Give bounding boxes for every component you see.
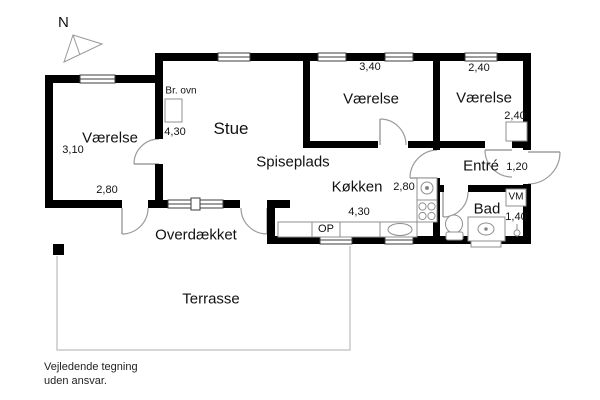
- door-vaerelse-right-entre: [484, 149, 513, 178]
- closet-icon: [505, 121, 528, 142]
- door-vaerelse-left-overdaekket: [121, 207, 149, 235]
- door-entre-bad: [442, 191, 469, 218]
- exterior-walls: [45, 53, 531, 244]
- disclaimer-line-2: uden ansvar.: [44, 375, 107, 387]
- window-stue: [217, 52, 251, 62]
- door-hall-entre: [409, 149, 438, 179]
- wood-stove-label: Br. ovn: [165, 85, 197, 97]
- kitchen-counter-icon: [277, 221, 418, 238]
- window-vaerelse-right: [464, 52, 498, 62]
- door-vaerelse-mid: [379, 118, 407, 146]
- dim-vaerelse-mid-width: 3,40: [359, 61, 381, 73]
- room-label-terrasse: Terrasse: [182, 290, 240, 308]
- dim-entre-depth: 1,20: [506, 161, 528, 173]
- door-stue-overdaekket: [240, 207, 268, 235]
- dim-vaerelse-left-width: 2,80: [96, 184, 118, 196]
- disclaimer-line-1: Vejledende tegning: [44, 361, 138, 373]
- window-vaerelse-left: [79, 74, 116, 84]
- sliding-door-overdaekket: [167, 197, 224, 211]
- room-label-vaerelse-mid: Værelse: [343, 90, 399, 108]
- dim-vaerelse-left-depth: 3,10: [62, 144, 84, 156]
- shower-icon: [467, 216, 506, 248]
- room-label-koekken: Køkken: [331, 178, 383, 196]
- drain-icon: [513, 224, 521, 237]
- washing-machine-label: VM: [508, 191, 524, 203]
- north-label: N: [58, 14, 69, 31]
- room-label-stue: Stue: [213, 119, 249, 138]
- room-label-spiseplads: Spiseplads: [256, 153, 330, 171]
- dim-vaerelse-right-depth: 2,40: [504, 110, 526, 122]
- door-vaerelse-left-stue: [133, 138, 160, 165]
- kitchen-sink-unit-icon: [416, 177, 438, 201]
- room-label-vaerelse-left: Værelse: [82, 129, 138, 147]
- room-label-entre: Entré: [463, 157, 499, 175]
- window-vaerelse-mid-2: [384, 52, 414, 62]
- toilet-icon: [445, 214, 464, 241]
- window-vaerelse-mid-1: [317, 52, 347, 62]
- door-front: [527, 151, 561, 185]
- dim-vaerelse-right-width: 2,40: [468, 62, 490, 74]
- dim-koekken-depth: 2,80: [393, 181, 415, 193]
- terrace-post: [53, 244, 64, 255]
- washing-machine-icon: [505, 188, 527, 207]
- dim-koekken-width: 4,30: [348, 206, 370, 218]
- dim-stue-depth: 4,30: [164, 126, 186, 138]
- dishwasher-label: OP: [318, 223, 334, 235]
- wood-stove-icon: [164, 98, 183, 123]
- room-label-vaerelse-right: Værelse: [456, 89, 512, 107]
- fixtures: [164, 98, 528, 248]
- stove-icon: [416, 199, 438, 223]
- room-label-bad: Bad: [473, 200, 501, 218]
- windows: [79, 52, 498, 245]
- room-label-overdaekket: Overdækket: [155, 226, 237, 244]
- north-arrow-icon: [63, 34, 104, 63]
- dim-bad-depth: 1,40: [505, 211, 527, 223]
- terrace-outline: [56, 246, 351, 351]
